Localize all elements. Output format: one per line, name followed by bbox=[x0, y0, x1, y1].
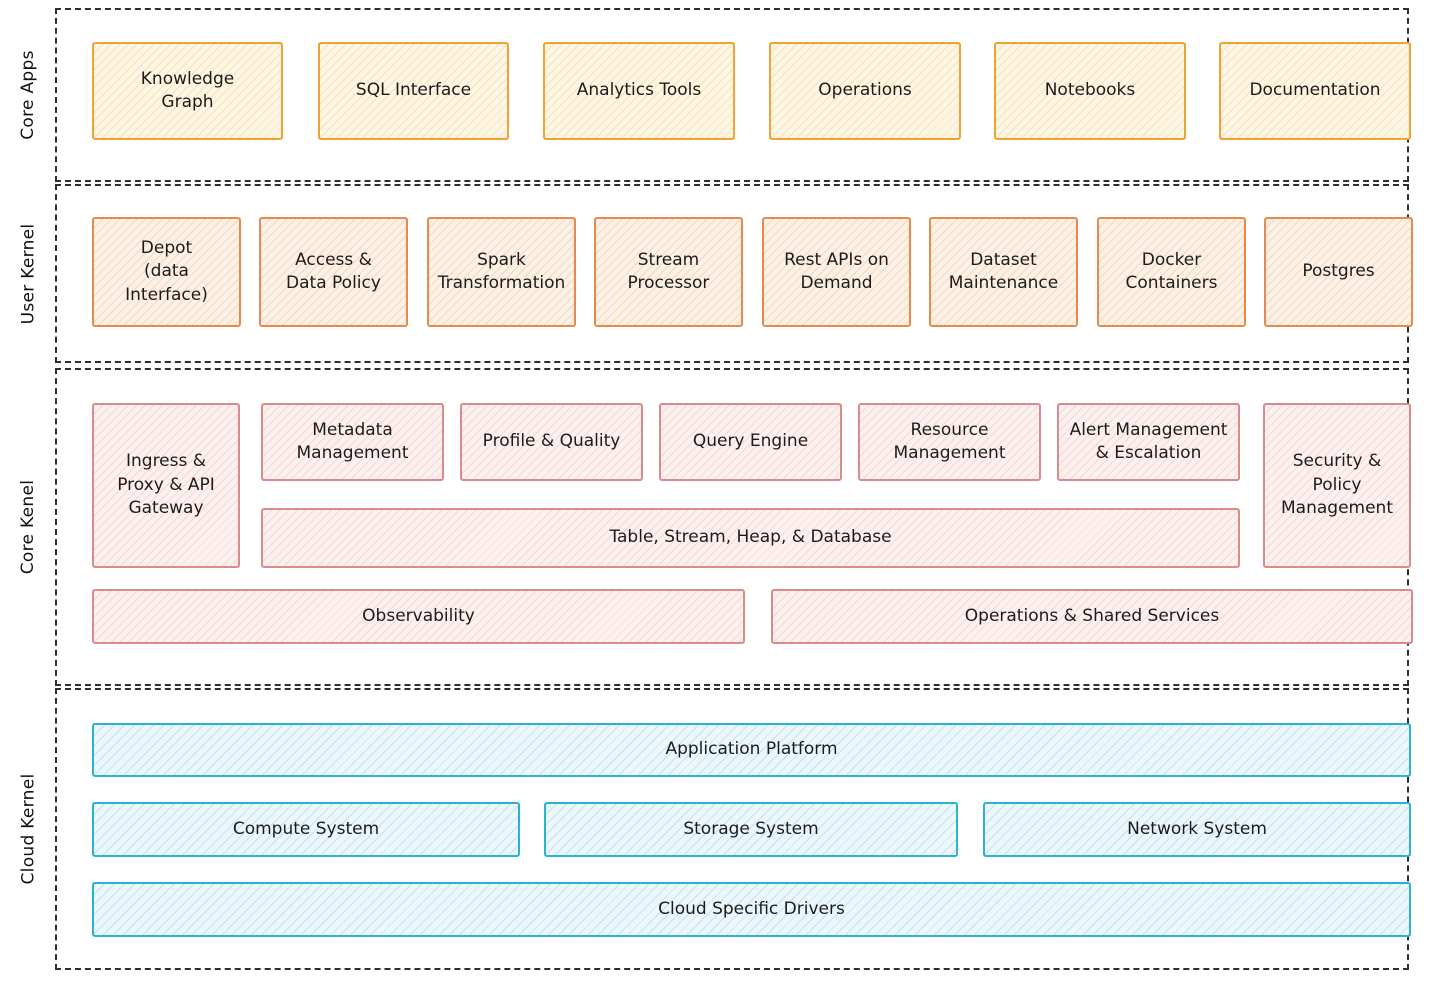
layer-label-user-kernel: User Kernel bbox=[0, 184, 56, 363]
box-label: Access & Data Policy bbox=[286, 249, 381, 293]
box-label: Ingress & Proxy & API Gateway bbox=[117, 451, 215, 519]
box-storage-system: Storage System bbox=[544, 802, 958, 857]
box-label: Operations bbox=[818, 80, 912, 101]
box-label: Postgres bbox=[1302, 261, 1375, 282]
box-label: Knowledge Graph bbox=[140, 68, 235, 112]
box-label: Rest APIs on Demand bbox=[784, 249, 889, 293]
box-dataset-maintenance: Dataset Maintenance bbox=[929, 217, 1078, 327]
box-label: Dataset Maintenance bbox=[948, 249, 1059, 293]
box-label: Metadata Management bbox=[296, 419, 409, 463]
box-postgres: Postgres bbox=[1264, 217, 1413, 327]
box-label: Notebooks bbox=[1044, 80, 1136, 101]
box-documentation: Documentation bbox=[1219, 42, 1411, 140]
box-analytics-tools: Analytics Tools bbox=[543, 42, 735, 140]
box-notebooks: Notebooks bbox=[994, 42, 1186, 140]
box-knowledge-graph: Knowledge Graph bbox=[92, 42, 283, 140]
layer-label-text: User Kernel bbox=[18, 223, 39, 324]
box-label: Table, Stream, Heap, & Database bbox=[609, 527, 892, 548]
box-label: Cloud Specific Drivers bbox=[658, 898, 845, 919]
layer-label-text: Core Apps bbox=[18, 50, 38, 140]
box-label: Depot (data Interface) bbox=[125, 237, 208, 305]
box-rest-apis-on-demand: Rest APIs on Demand bbox=[762, 217, 911, 327]
box-compute-system: Compute System bbox=[92, 802, 520, 857]
box-operations: Operations bbox=[769, 42, 961, 140]
box-metadata-management: Metadata Management bbox=[261, 403, 444, 481]
box-observability: Observability bbox=[92, 589, 745, 644]
layer-label-core-kenel: Core Kenel bbox=[0, 368, 56, 686]
box-label: SQL Interface bbox=[355, 80, 472, 101]
box-sql-interface: SQL Interface bbox=[318, 42, 509, 140]
layer-label-text: Cloud Kernel bbox=[18, 773, 39, 885]
box-depot-data-interface: Depot (data Interface) bbox=[92, 217, 241, 327]
box-label: Spark Transformation bbox=[437, 249, 566, 293]
box-label: Resource Management bbox=[893, 419, 1006, 463]
box-label: Network System bbox=[1127, 818, 1267, 839]
box-query-engine: Query Engine bbox=[659, 403, 842, 481]
layer-label-text: Core Kenel bbox=[18, 479, 38, 575]
box-alert-management-escalation: Alert Management & Escalation bbox=[1057, 403, 1240, 481]
layer-label-cloud-kernel: Cloud Kernel bbox=[0, 688, 56, 970]
box-label: Query Engine bbox=[692, 431, 809, 452]
box-label: Application Platform bbox=[665, 739, 838, 760]
box-label: Documentation bbox=[1249, 80, 1381, 101]
box-security-policy-management: Security & Policy Management bbox=[1263, 403, 1411, 568]
box-ingress-proxy-api-gateway: Ingress & Proxy & API Gateway bbox=[92, 403, 240, 568]
box-label: Security & Policy Management bbox=[1281, 451, 1393, 519]
box-label: Operations & Shared Services bbox=[964, 605, 1220, 626]
box-profile-quality: Profile & Quality bbox=[460, 403, 643, 481]
box-label: Observability bbox=[362, 605, 475, 626]
box-stream-processor: Stream Processor bbox=[594, 217, 743, 327]
box-access-data-policy: Access & Data Policy bbox=[259, 217, 408, 327]
layer-label-core-apps: Core Apps bbox=[0, 8, 56, 182]
box-application-platform: Application Platform bbox=[92, 723, 1411, 777]
box-label: Compute System bbox=[232, 818, 380, 839]
box-label: Stream Processor bbox=[627, 249, 710, 293]
box-docker-containers: Docker Containers bbox=[1097, 217, 1246, 327]
box-label: Storage System bbox=[683, 818, 819, 839]
box-label: Profile & Quality bbox=[482, 431, 621, 452]
box-resource-management: Resource Management bbox=[858, 403, 1041, 481]
box-network-system: Network System bbox=[983, 802, 1411, 857]
box-cloud-specific-drivers: Cloud Specific Drivers bbox=[92, 882, 1411, 937]
box-operations-shared-services: Operations & Shared Services bbox=[771, 589, 1413, 644]
box-label: Docker Containers bbox=[1125, 249, 1218, 293]
box-table-stream-heap-database: Table, Stream, Heap, & Database bbox=[261, 508, 1240, 568]
box-label: Analytics Tools bbox=[576, 80, 702, 101]
box-label: Alert Management & Escalation bbox=[1069, 419, 1228, 463]
box-spark-transformation: Spark Transformation bbox=[427, 217, 576, 327]
